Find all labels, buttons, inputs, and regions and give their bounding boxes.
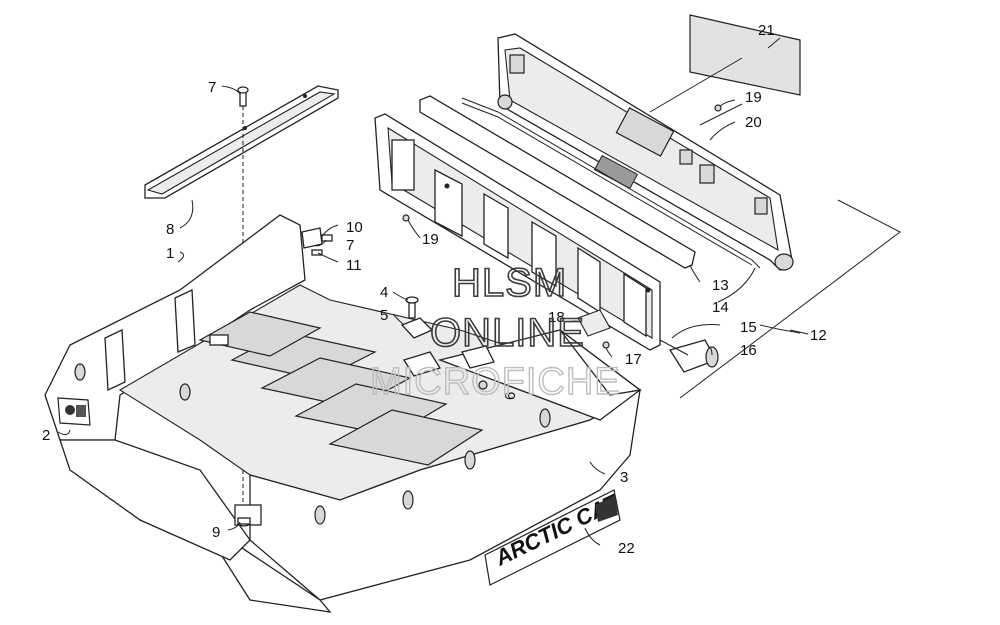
leader-lines: [57, 85, 801, 546]
screw-19-left: [402, 214, 410, 222]
bolt-7-top: [237, 86, 249, 107]
callout-17: 17: [625, 351, 642, 368]
callout-15: 15: [740, 319, 757, 336]
callout-11: 11: [346, 257, 362, 274]
rail-8: [144, 85, 339, 199]
callout-13: 13: [712, 277, 729, 294]
callout-2: 2: [42, 427, 50, 444]
assembly-box-12: [649, 57, 901, 399]
callout-1: 1: [166, 245, 174, 262]
watermark-line-2: ONLINE: [430, 311, 585, 355]
screw-19-right: [714, 104, 722, 112]
rod-14: [461, 97, 761, 269]
callout-7-top: 7: [208, 79, 216, 96]
nut-9: [237, 517, 251, 527]
callout-3: 3: [620, 469, 628, 486]
callout-16: 16: [740, 342, 757, 359]
callouts: 7 8 1 2 10 7 11 4 5 6 9 19 18 13 14 15 1…: [42, 22, 827, 557]
callout-19-right: 19: [745, 89, 762, 106]
callout-6: 6: [502, 392, 519, 400]
callout-4: 4: [380, 284, 388, 301]
bracket-5: [400, 296, 611, 377]
callout-18: 18: [548, 309, 565, 326]
callout-5: 5: [380, 307, 388, 324]
watermark-line-1: HLSM: [452, 261, 567, 305]
decal-21: [689, 14, 801, 96]
watermark-line-3: MICROFICHE: [370, 361, 621, 403]
warning-label-2: [57, 397, 91, 426]
tailgate-outer-20: [497, 33, 794, 271]
watermark: HLSM ONLINE MICROFICHE: [369, 260, 621, 404]
callout-20: 20: [745, 114, 762, 131]
hinge-pin-16: [659, 339, 719, 373]
callout-19-left: 19: [422, 231, 439, 248]
callout-10: 10: [346, 219, 363, 236]
callout-12: 12: [810, 327, 827, 344]
cargo-box-1: [44, 214, 642, 613]
inner-panel-13: [419, 95, 696, 269]
callout-8: 8: [166, 221, 174, 238]
callout-14: 14: [712, 299, 729, 316]
callout-22: 22: [618, 540, 635, 557]
callout-9: 9: [212, 524, 220, 541]
callout-21: 21: [758, 22, 775, 39]
callout-7-mid: 7: [346, 237, 354, 254]
tailgate-inner-panel: [374, 113, 661, 351]
fasteners-10-11: [301, 227, 333, 256]
screw-17: [602, 341, 610, 349]
